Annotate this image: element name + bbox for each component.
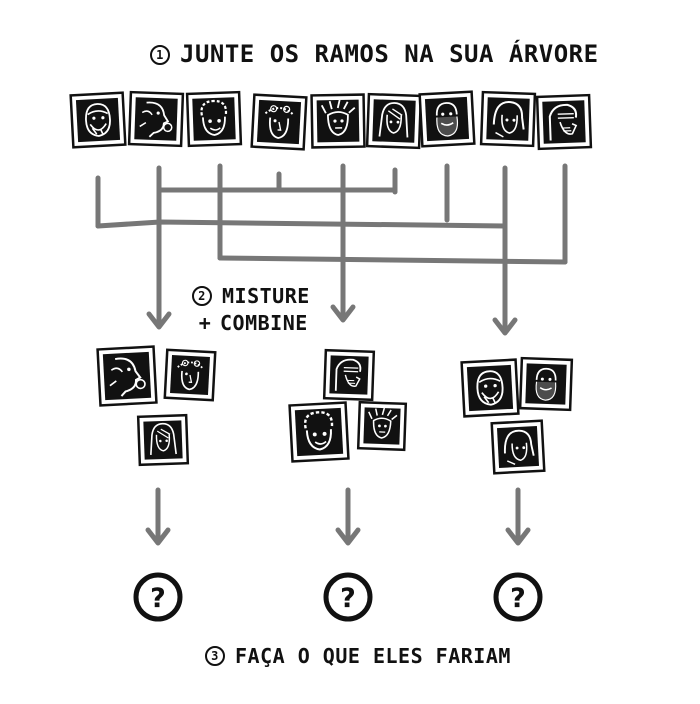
arrow-head-outcome-2 [335, 527, 361, 546]
arrow-head-outcome-1 [145, 527, 171, 546]
step-2-plus: + [198, 311, 212, 335]
outcome-question-1: ? [133, 572, 183, 622]
connector-lower [217, 255, 568, 265]
top-row-headscarf-portrait [479, 90, 537, 148]
outcome-question-3: ? [493, 572, 543, 622]
step-2-label-combine: COMBINE [220, 311, 308, 335]
top-row-long-hair-woman-portrait [365, 92, 423, 150]
arrow-head-outcome-3 [505, 527, 531, 546]
top-row-beard-portrait [418, 90, 476, 148]
group-2-wild-hair-portrait [356, 400, 408, 452]
step-1-label: JUNTE OS RAMOS NA SUA ÁRVORE [180, 40, 599, 68]
outcome-question-mark-3: ? [510, 583, 526, 614]
step-3-number: 3 [205, 646, 225, 666]
step-2-line-1: 2 MISTURE [192, 283, 310, 310]
step-2-label-misture: MISTURE [222, 284, 310, 308]
group-2-hooded-profile-portrait [322, 348, 376, 402]
top-row-hooded-profile-portrait [535, 93, 593, 151]
outcome-question-2: ? [323, 572, 373, 622]
group-3-headscarf-portrait [490, 419, 546, 475]
step-2-title: 2 MISTURE + COMBINE [192, 283, 310, 337]
top-row-flower-hat-portrait [250, 93, 308, 151]
step-3-label: FAÇA O QUE ELES FARIAM [235, 644, 511, 668]
group-2-curly-hair-portrait [288, 401, 350, 463]
step-2-line-2: + COMBINE [192, 310, 310, 337]
step-1-number: 1 [150, 45, 170, 65]
arrow-head-group-3 [492, 317, 518, 336]
outcome-question-mark-2: ? [340, 583, 356, 614]
top-row-profile-smoker-portrait [127, 90, 185, 148]
top-row-curly-hair-portrait [185, 90, 243, 148]
group-1-long-hair-woman-portrait [136, 413, 190, 467]
group-3-beard-portrait [518, 356, 574, 412]
step-1-title: 1 JUNTE OS RAMOS NA SUA ÁRVORE [150, 40, 599, 68]
step-2-number: 2 [192, 286, 212, 306]
outcome-question-mark-1: ? [150, 583, 166, 614]
group-1-profile-smoker-portrait [96, 345, 158, 407]
top-row-wild-hair-portrait [310, 93, 366, 149]
arrow-head-group-2 [330, 304, 356, 323]
group-3-bearded-elder-portrait [460, 358, 520, 418]
step-3-title: 3 FAÇA O QUE ELES FARIAM [205, 644, 511, 668]
top-row-bearded-elder-portrait [69, 91, 127, 149]
arrow-head-group-1 [146, 311, 172, 330]
group-1-flower-hat-portrait [163, 348, 217, 402]
